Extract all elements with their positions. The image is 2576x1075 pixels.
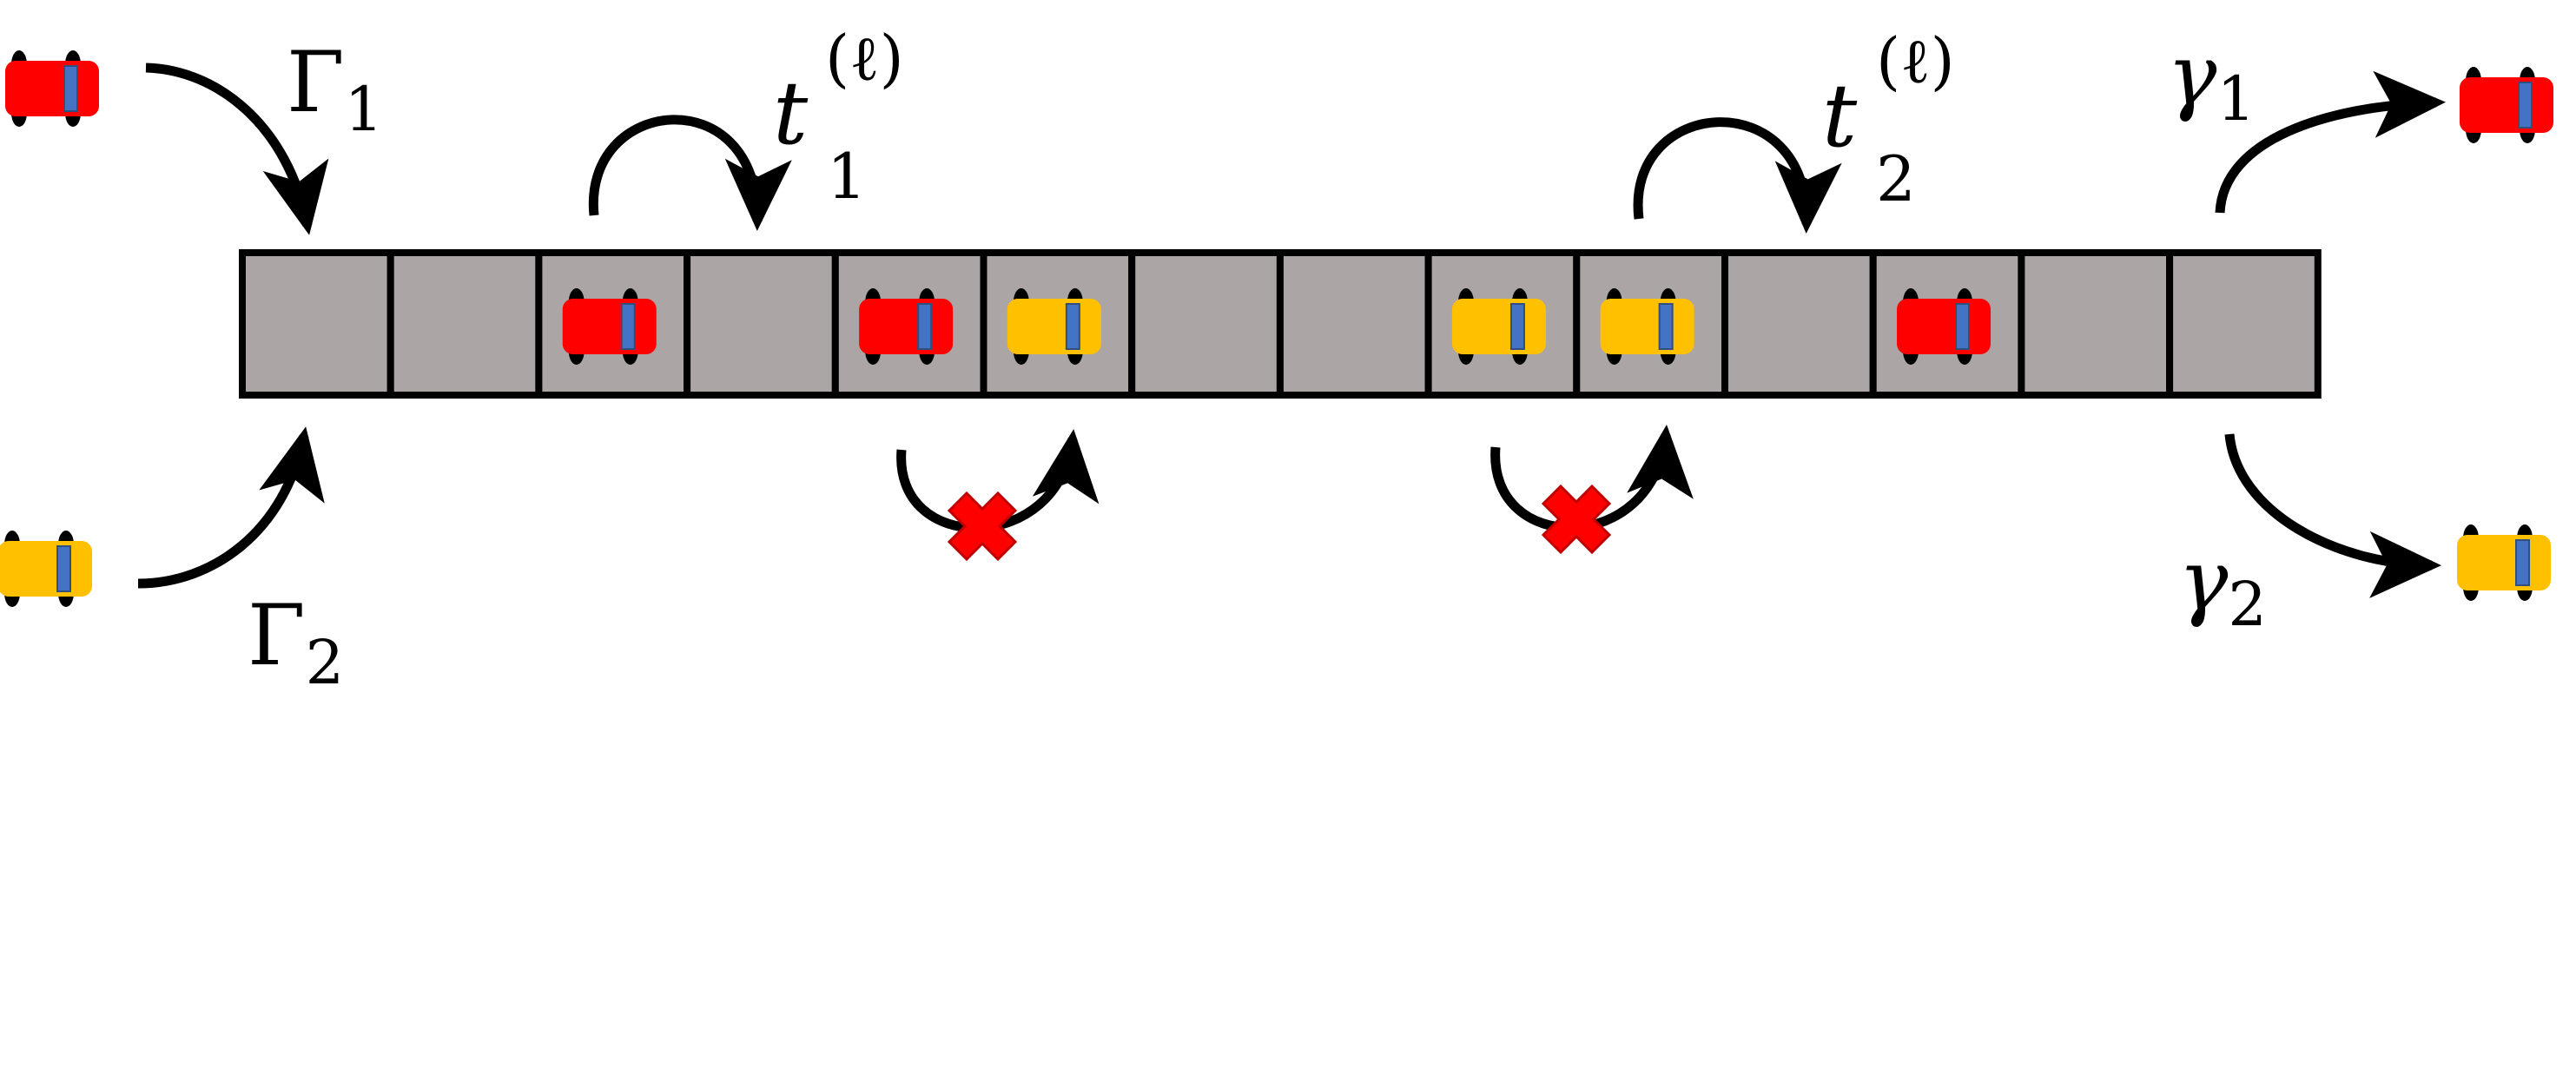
forbidden-crosses (947, 484, 1612, 562)
lattice-site (1276, 249, 1432, 399)
car-icon (562, 288, 657, 365)
lattice-site (2018, 249, 2174, 399)
hop-rate-2-sub: 2 (1876, 142, 1916, 215)
car-icon (1600, 288, 1694, 365)
hop-rate-1-sub: 1 (827, 140, 867, 213)
hop-arrow-1 (588, 115, 792, 231)
cross-icon (1541, 484, 1612, 555)
exit-arrow-2 (2224, 433, 2441, 598)
hop-rate-2-sup: (ℓ) (1876, 24, 1955, 97)
exit-rate-1-label: γ1 (2167, 27, 2256, 135)
arrows (137, 63, 2446, 598)
lattice-site (386, 249, 543, 399)
lattice-site (1721, 249, 1877, 399)
lattice-site (684, 249, 839, 399)
exit-rate-2-label: γ2 (2178, 532, 2267, 640)
hop-arrow-2 (1633, 117, 1842, 234)
cross-icon (947, 491, 1018, 562)
car-icon (2460, 67, 2553, 143)
lattice (239, 249, 2322, 399)
hop-rate-2-label: t (1822, 65, 1858, 167)
hop-rate-1-sup: (ℓ) (825, 22, 904, 95)
lattice-site (2166, 249, 2322, 399)
lattice-cars (562, 288, 1991, 365)
entry-rate-1-label: Γ1 (287, 34, 383, 145)
lattice-site (1128, 249, 1284, 399)
entry-arrow-2 (137, 426, 325, 589)
entry-arrow-1 (145, 63, 329, 235)
car-icon (0, 531, 92, 607)
car-icon (2457, 524, 2551, 601)
lattice-site (239, 249, 394, 399)
reservoir-cars (0, 50, 2553, 607)
car-icon (1451, 288, 1546, 365)
car-icon (5, 50, 99, 127)
car-icon (859, 288, 954, 365)
car-icon (1897, 288, 1991, 365)
hop-rate-1-label: t (773, 63, 809, 164)
car-icon (1007, 288, 1101, 365)
entry-rate-2-label: Γ2 (248, 587, 344, 698)
exit-arrow-1 (2215, 70, 2446, 214)
